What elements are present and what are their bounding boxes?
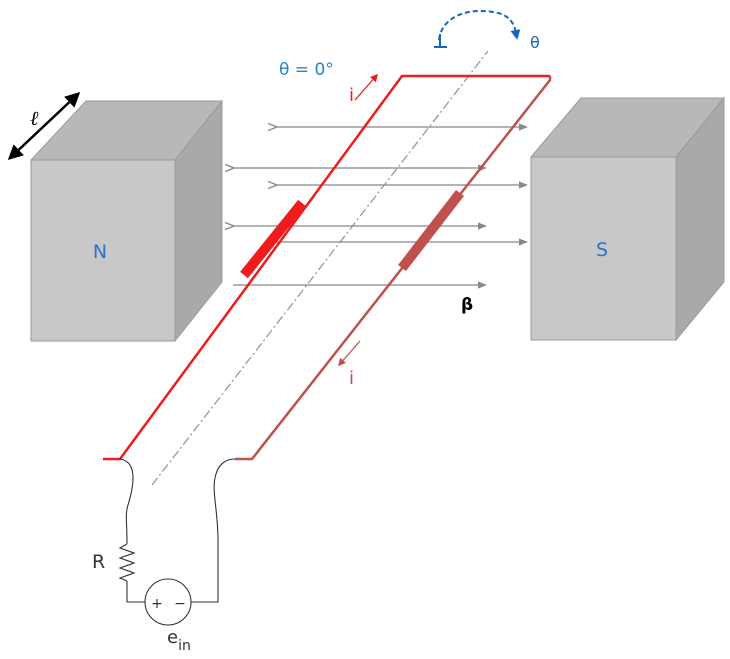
field-lines — [233, 127, 527, 289]
current-arrow-top — [354, 73, 379, 101]
coil-back-wire — [235, 76, 552, 461]
coil-back — [235, 76, 552, 461]
lead-wire-right — [213, 458, 236, 541]
rotation-label: θ — [530, 33, 540, 52]
source-label-sub: in — [178, 638, 191, 654]
south-magnet-face — [530, 156, 677, 341]
source-label-main: e — [167, 627, 178, 648]
coil-front-wire — [103, 74, 550, 461]
south-pole-label: S — [596, 239, 608, 261]
current-label-top: i — [349, 85, 354, 106]
length-arrow — [7, 91, 81, 161]
north-magnet: N — [29, 99, 224, 343]
north-pole-label: N — [93, 241, 107, 263]
coil-front — [103, 74, 550, 461]
resistor-label: R — [92, 551, 105, 573]
coil-back-conductor — [398, 189, 464, 272]
source-minus-sign: − — [174, 596, 186, 612]
angle-value-label: θ = 0° — [279, 60, 334, 80]
field-label: β — [461, 295, 473, 315]
current-label-bottom: i — [349, 368, 354, 389]
north-magnet-face — [30, 159, 176, 342]
wire-from-source — [191, 540, 219, 603]
rotation-indicator: θ — [434, 10, 540, 52]
source-plus-sign: + — [151, 596, 163, 612]
rotation-axis — [151, 50, 489, 486]
current-arrow-bottom — [337, 340, 361, 367]
coil-front-conductor — [240, 199, 306, 279]
resistor — [118, 543, 136, 582]
wire-to-source — [126, 581, 145, 603]
length-label: ℓ — [30, 106, 39, 130]
south-magnet: S — [529, 96, 726, 342]
external-circuit: + − — [118, 458, 236, 626]
source-label: ein — [167, 627, 191, 654]
rotation-arrow — [438, 10, 521, 41]
lead-wire-left — [119, 458, 134, 545]
